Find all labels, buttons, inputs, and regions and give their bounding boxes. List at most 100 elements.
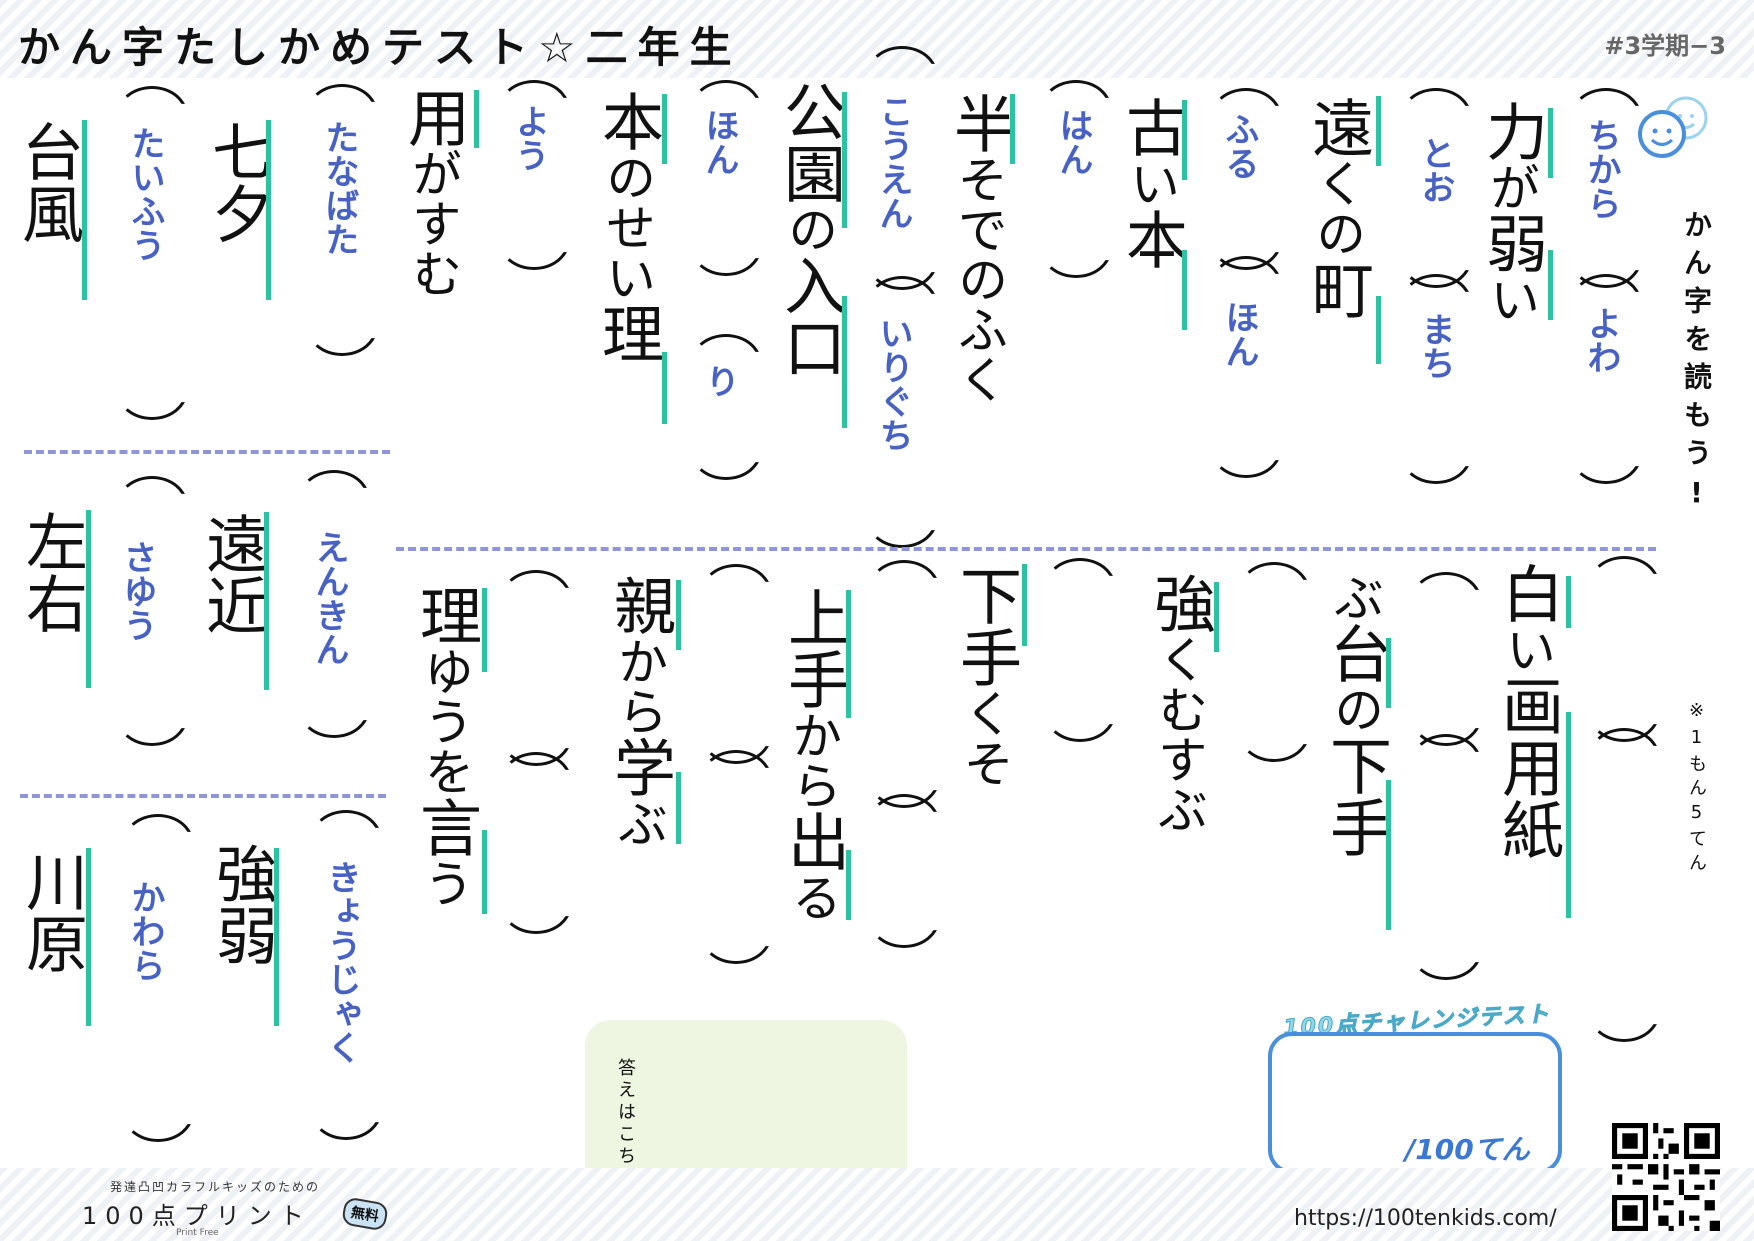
kanji: 本 [1115,208,1188,270]
ruby-answer: ほん [699,108,739,176]
answer-paren[interactable] [122,1112,194,1142]
answer-paren[interactable] [1044,558,1116,588]
answer-paren[interactable] [1588,1012,1660,1042]
answer-paren[interactable] [866,46,938,76]
answer-paren[interactable] [1588,556,1660,586]
ruby-answer: こうえん [873,94,913,230]
answer-link-label[interactable]: 答えはこちら [615,1058,636,1190]
site-url[interactable]: https://100tenkids.com/ [1294,1206,1557,1231]
answer-paren[interactable] [500,752,572,782]
answer-paren[interactable] [868,560,940,590]
answer-marker [264,512,269,690]
answer-paren[interactable] [868,918,940,948]
section-divider [24,450,390,454]
answer-marker [1214,582,1219,652]
kana: う [416,858,474,908]
answer-paren[interactable] [1570,274,1642,304]
ruby-answer: はん [1053,108,1093,176]
answer-marker [846,850,851,920]
answer-marker [86,848,91,1026]
answer-paren[interactable] [1210,88,1282,118]
answer-paren[interactable] [1210,448,1282,478]
kana: が [1482,162,1540,212]
kanji: 古 [1115,96,1188,158]
answer-paren[interactable] [1410,734,1482,764]
brand-tagline: 発達凸凹カラフルキッズのための [110,1180,321,1194]
answer-marker [1022,564,1027,646]
answer-paren[interactable] [1040,80,1112,110]
question-13: 川原 [15,850,88,974]
answer-paren[interactable] [1210,256,1282,286]
answer-paren[interactable] [868,794,940,824]
answer-marker [676,772,681,844]
kana: の [780,204,838,254]
smiling-faces-icon [1638,96,1708,158]
answer-paren[interactable] [700,564,772,594]
answer-marker [1386,780,1391,930]
answer-paren[interactable] [500,904,572,934]
answer-paren[interactable] [1410,572,1482,602]
kanji: 強弱 [205,842,278,966]
answer-paren[interactable] [1400,454,1472,484]
qr-code-icon[interactable] [1612,1123,1720,1231]
kanji: 七夕 [201,120,274,244]
answer-paren[interactable] [1400,274,1472,304]
question-19: 親から学ぶ [603,574,676,848]
kanji: 台風 [11,120,84,244]
answer-paren[interactable] [306,84,378,114]
answer-paren[interactable] [310,1110,382,1140]
answer-paren[interactable] [306,326,378,356]
answer-paren[interactable] [1238,562,1310,592]
answer-paren[interactable] [1410,950,1482,980]
answer-paren[interactable] [116,390,188,420]
answer-paren[interactable] [690,334,762,364]
answer-paren[interactable] [498,240,570,270]
kana: い [1122,158,1180,208]
answer-paren[interactable] [122,814,194,844]
kanji: 学 [603,736,676,798]
answer-paren[interactable] [1588,728,1660,758]
question-4: 半そでのふく [943,92,1016,404]
question-20: 理ゆうを言う [409,584,482,908]
kanji: 入口 [773,254,846,378]
answer-paren[interactable] [498,80,570,110]
answer-paren[interactable] [690,80,762,110]
answer-marker [1010,94,1015,164]
answer-paren[interactable] [116,716,188,746]
ruby-answer: よう [509,104,549,172]
answer-paren[interactable] [1238,732,1310,762]
answer-paren[interactable] [298,708,370,738]
answer-paren[interactable] [700,750,772,780]
answer-paren[interactable] [116,86,188,116]
answer-marker [482,588,487,672]
answer-paren[interactable] [690,246,762,276]
kana: くむすぶ [1150,634,1208,834]
question-2: 遠くの町 [1301,96,1374,320]
kanji: 理 [409,584,482,646]
kanji: 遠近 [195,512,268,636]
answer-paren[interactable] [500,570,572,600]
ruby-answer: ふる [1219,112,1259,180]
answer-marker [1566,576,1571,628]
answer-paren[interactable] [310,810,382,840]
answer-paren[interactable] [1570,88,1642,118]
answer-marker [662,94,667,164]
answer-paren[interactable] [1044,712,1116,742]
answer-paren[interactable] [1570,454,1642,484]
answer-paren[interactable] [116,476,188,506]
answer-paren[interactable] [866,276,938,306]
question-1: 力が弱い [1475,100,1548,324]
answer-paren[interactable] [1040,248,1112,278]
kana: から [784,710,842,810]
question-17: 下手くそ [949,564,1022,788]
answer-marker [482,830,487,914]
answer-paren[interactable] [700,934,772,964]
answer-paren[interactable] [1400,88,1472,118]
answer-paren[interactable] [866,518,938,548]
answer-paren[interactable] [298,470,370,500]
answer-paren[interactable] [690,450,762,480]
kanji: 台 [1319,622,1392,684]
ruby-answer: とお [1415,136,1455,204]
kanji: 出 [777,810,850,872]
kanji: 遠 [1301,96,1374,158]
